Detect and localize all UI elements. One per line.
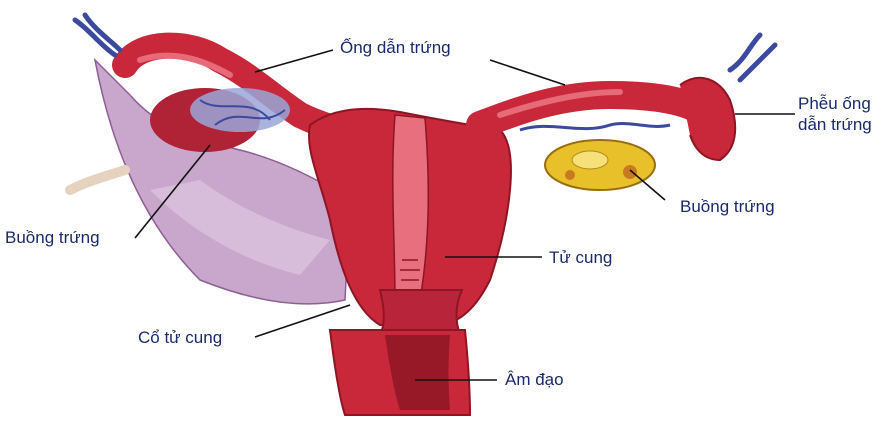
right-ovary-follicle xyxy=(572,151,608,169)
right-ovary-follicle-2 xyxy=(623,165,637,179)
label-ovary-left: Buồng trứng xyxy=(5,228,100,248)
infundibulum xyxy=(680,78,735,160)
left-fimbriae xyxy=(75,15,120,55)
label-infundibulum-line1: Phễu ống xyxy=(798,94,871,114)
leader-tube-right xyxy=(490,60,565,85)
label-vagina: Âm đạo xyxy=(505,370,564,390)
label-infundibulum-line2: dẫn trứng xyxy=(798,115,872,135)
right-ovary-follicle-3 xyxy=(565,170,575,180)
leader-tube xyxy=(255,50,333,72)
label-ovary-right: Buồng trứng xyxy=(680,197,775,217)
right-vessels xyxy=(520,124,670,130)
round-ligament xyxy=(70,170,125,190)
uterine-cavity xyxy=(393,115,429,300)
label-fallopian-tube: Ống dẫn trứng xyxy=(340,38,451,58)
left-ovary-vessels xyxy=(190,88,290,132)
right-fimbriae xyxy=(730,35,775,80)
cervix xyxy=(380,290,462,335)
label-cervix: Cổ tử cung xyxy=(138,328,222,348)
label-uterus: Tử cung xyxy=(549,248,612,268)
